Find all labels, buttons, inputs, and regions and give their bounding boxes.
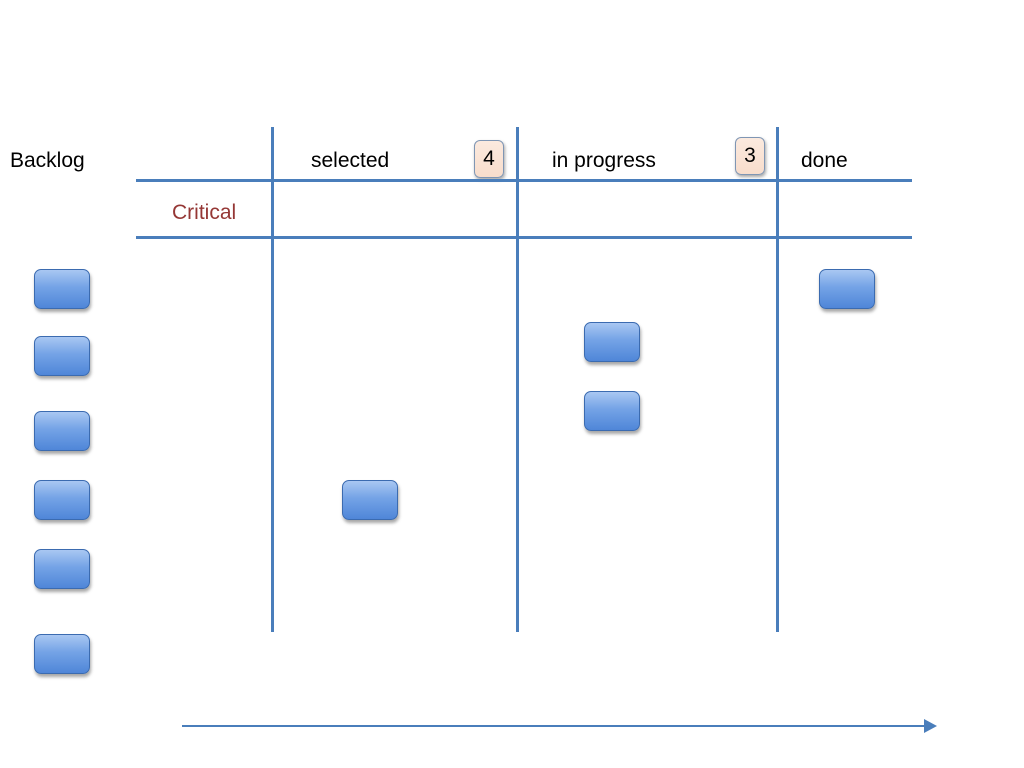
column-header-done: done [801,149,848,172]
column-header-in-progress: in progress [552,149,656,172]
swimlane-divider-line [136,236,912,239]
backlog-card[interactable] [34,411,90,451]
in-progress-card[interactable] [584,391,640,431]
header-divider-line [136,179,912,182]
flow-arrow-head-icon [924,719,937,733]
flow-arrow-line [182,725,926,727]
backlog-card[interactable] [34,480,90,520]
column-header-selected: selected [311,149,390,172]
done-card[interactable] [819,269,875,309]
selected-card[interactable] [342,480,398,520]
column-divider-line [271,127,274,632]
swimlane-label-critical: Critical [172,201,237,224]
backlog-card[interactable] [34,549,90,589]
backlog-label: Backlog [10,149,85,172]
in-progress-card[interactable] [584,322,640,362]
column-divider-line [776,127,779,632]
wip-limit-badge-selected: 4 [474,140,504,178]
column-divider-line [516,127,519,632]
backlog-card[interactable] [34,634,90,674]
wip-limit-badge-in-progress: 3 [735,137,765,175]
backlog-card[interactable] [34,336,90,376]
backlog-card[interactable] [34,269,90,309]
